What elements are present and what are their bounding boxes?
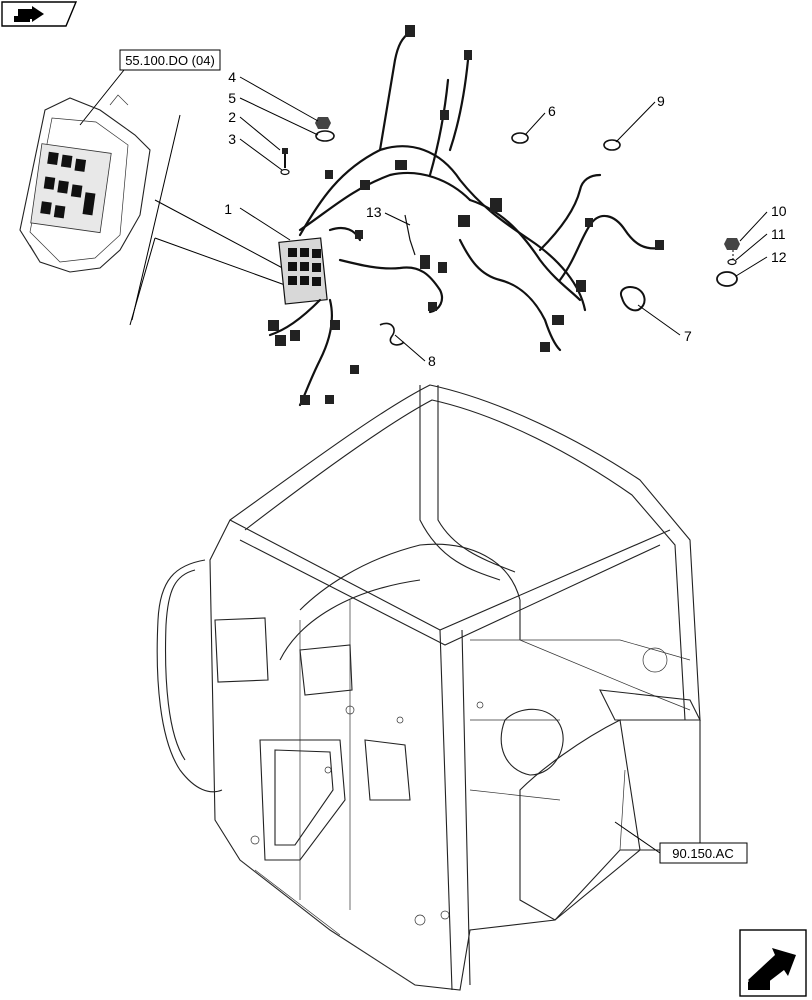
callout-7: 7 <box>684 328 692 344</box>
callout-10: 10 <box>771 203 787 219</box>
part-12-grommet <box>716 271 738 287</box>
part-6-grommet <box>511 132 529 144</box>
callout-3: 3 <box>228 131 236 147</box>
break-line-upper <box>131 114 181 321</box>
cab-frame <box>156 384 701 991</box>
callout-8: 8 <box>428 353 436 369</box>
part-3-washer <box>280 168 290 176</box>
part-11-washer <box>727 258 737 266</box>
reference-box-top[interactable]: 55.100.DO (04) <box>119 49 221 71</box>
wire-harness <box>268 25 664 407</box>
callout-4: 4 <box>228 69 236 85</box>
part-2-screw <box>282 148 288 168</box>
part-4-nut <box>315 117 331 129</box>
callout-6: 6 <box>548 103 556 119</box>
break-line-lower <box>129 237 156 326</box>
next-page-arrow-icon[interactable] <box>739 929 807 997</box>
callout-12: 12 <box>771 249 787 265</box>
control-unit-inset <box>19 94 151 273</box>
part-10-nut <box>724 238 740 250</box>
callout-1: 1 <box>224 201 232 217</box>
reference-box-bottom[interactable]: 90.150.AC <box>659 842 748 864</box>
reference-label-bottom: 90.150.AC <box>672 846 733 861</box>
callout-11: 11 <box>771 226 786 242</box>
back-arrow-icon[interactable] <box>1 1 78 27</box>
callout-2: 2 <box>228 109 236 125</box>
reference-leader-bottom <box>614 821 661 854</box>
inset-leader-2 <box>154 237 286 286</box>
callout-9: 9 <box>657 93 665 109</box>
callout-labels: 1 2 3 4 5 6 7 8 9 10 11 12 13 <box>224 69 787 369</box>
callout-13: 13 <box>366 204 382 220</box>
reference-label-top: 55.100.DO (04) <box>125 53 215 68</box>
reference-leader-top <box>79 69 125 126</box>
leader-lines <box>239 76 768 362</box>
part-8-spring-clip <box>379 322 405 346</box>
part-7-cable-tie <box>620 286 646 312</box>
part-9-grommet <box>603 139 621 151</box>
callout-5: 5 <box>228 90 236 106</box>
inset-leader-1 <box>154 199 291 273</box>
part-5-clip <box>315 130 335 142</box>
